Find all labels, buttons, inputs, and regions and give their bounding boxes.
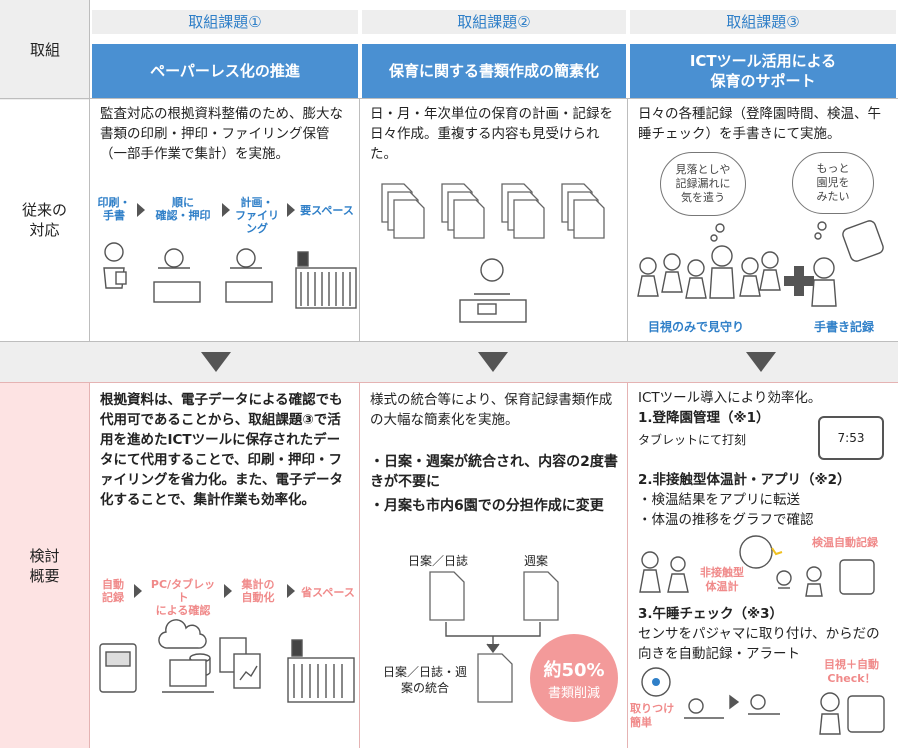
item1-title: 1.登降園管理（※1） [638, 410, 770, 426]
writer-illustration [459, 258, 527, 323]
col3-header: ICTツール活用による 保育のサポート [630, 44, 896, 98]
col1-review-text: 根拠資料は、電子データによる確認でも代用可であることから、取組課題③で活用を進め… [100, 392, 343, 508]
col3-conventional-text: 日々の各種記録（登降園時間、検温、午睡チェック）を手書きにて実施。 [638, 106, 881, 142]
thermo-label-text: 非接触型 体温計 [700, 566, 744, 593]
conv-flow-step-1-text: 印刷・ 手書 [97, 196, 131, 222]
thought-bubble-2-text: もっと 園児を みたい [816, 162, 850, 203]
auto-temp-label: 検温自動記録 [812, 536, 878, 549]
row-label-conventional: 従来の 対応 [0, 98, 90, 342]
check-label: 目視＋自動 Check！ [824, 658, 879, 686]
label-handwritten: 手書き記録 [814, 320, 875, 334]
col2-header: 保育に関する書類作成の簡素化 [362, 44, 626, 98]
col2-review-intro: 様式の統合等により、保育記録書類作成の大幅な簡素化を実施。 [370, 392, 613, 428]
tablet-time: 7:53 [837, 431, 865, 445]
row-label-review-text: 検討 概要 [29, 546, 60, 585]
flow-arrow-icon [287, 584, 295, 598]
reduction-badge-text: 書類削減 [547, 685, 600, 701]
reduction-badge-value: 約50% [543, 659, 605, 681]
review-flow-step-3-text: 集計の 自動化 [241, 578, 275, 604]
row-label-torikumi: 取組 [29, 41, 60, 59]
flow-arrow-icon [134, 584, 142, 598]
review-flow-step-1: 自動 記録 [96, 578, 130, 604]
merge-diagram [429, 571, 559, 703]
flow-arrow-icon [224, 584, 232, 598]
flow-arrow-icon [222, 203, 230, 217]
check-label-text: 目視＋自動 Check！ [824, 658, 879, 685]
conv-flow-step-4: 要スペース [300, 204, 354, 217]
doc1-label: 日案／日誌 [408, 554, 469, 568]
conventional-row-bg [0, 98, 898, 342]
conv-flow-step-2-text: 順に 確認・押印 [155, 196, 211, 222]
item2-title: 2.非接触型体温計・アプリ（※2） [638, 472, 851, 488]
review-row-bg [0, 382, 898, 748]
thermo-label: 非接触型 体温計 [700, 566, 744, 594]
item1-text: タブレットにて打刻 [638, 433, 747, 447]
down-arrow-icon-2 [478, 352, 508, 372]
review-flow-step-3: 集計の 自動化 [234, 578, 282, 604]
down-arrow-icon-1 [201, 352, 231, 372]
thought-bubble-2: もっと 園児を みたい [792, 152, 874, 214]
col1-header: ペーパーレス化の推進 [92, 44, 358, 98]
col1-conventional-text: 監査対応の根拠資料整備のため、膨大な書類の印刷・押印・ファイリング保管（一部手作… [100, 106, 343, 162]
label-visual-watch: 目視のみで見守り [648, 320, 745, 334]
attach-label-text: 取りつけ 簡単 [630, 702, 675, 729]
row-label-conventional-text: 従来の 対応 [21, 201, 67, 239]
reduction-badge: 約50% 書類削減 [530, 634, 618, 722]
col1-subtitle: 取組課題① [92, 10, 358, 34]
review-flow-step-4: 省スペース [301, 586, 355, 599]
tablet-clock-icon: 7:53 [818, 416, 884, 460]
conv-flow-step-2: 順に 確認・押印 [148, 196, 218, 222]
merged-label: 日案／日誌・週 案の統合 [370, 664, 480, 696]
review-flow-step-2: PC/タブレット による確認 [146, 578, 220, 617]
merged-label-text: 日案／日誌・週 案の統合 [382, 665, 467, 695]
col2-review-bullet-1: ・日案・週案が統合され、内容の2度書きが不要に [370, 454, 618, 490]
header-corner [0, 0, 90, 100]
col3-review-intro: ICTツール導入により効率化。 [638, 390, 822, 406]
thought-bubble-1: 見落としや 記録漏れに 気を遣う [660, 152, 746, 216]
nap-check-illustration [641, 667, 885, 735]
review-flow-step-2-text: PC/タブレット による確認 [150, 578, 216, 617]
item2-bullet-1: ・検温結果をアプリに転送 [638, 492, 800, 508]
item2-bullet-2: ・体温の推移をグラフで確認 [638, 512, 814, 528]
divider-2 [627, 98, 628, 342]
doc2-label: 週案 [524, 554, 549, 568]
conv-flow-step-1: 印刷・ 手書 [94, 196, 134, 222]
row-label-review: 検討 概要 [0, 383, 90, 748]
col2-conventional-text: 日・月・年次単位の保育の計画・記録を日々作成。重複する内容も見受けられた。 [370, 106, 613, 162]
thermometer-illustration [639, 535, 875, 597]
divider-1 [359, 98, 360, 342]
conv-flow-step-3-text: 計画・ ファイリング [235, 196, 279, 235]
col2-subtitle: 取組課題② [362, 10, 626, 34]
item3-title: 3.午睡チェック（※3） [638, 606, 784, 622]
documents-stack-icon [381, 183, 605, 239]
digital-devices-illustration [99, 619, 355, 703]
col3-header-text: ICTツール活用による 保育のサポート [689, 52, 837, 90]
down-arrow-icon-3 [746, 352, 776, 372]
col2-review-bullet-2: ・月案も市内6園での分担作成に変更 [370, 498, 604, 514]
review-flow-step-1-text: 自動 記録 [102, 578, 124, 604]
flow-arrow-icon [287, 203, 295, 217]
divider-4 [627, 383, 628, 748]
item3-text: センサをパジャマに取り付け、からだの向きを自動記録・アラート [638, 626, 880, 662]
children-and-teacher-illustration [637, 220, 884, 307]
workers-illustration [103, 242, 357, 309]
col3-subtitle: 取組課題③ [630, 10, 896, 34]
thought-bubble-1-text: 見落としや 記録漏れに 気を遣う [675, 163, 731, 204]
attach-label: 取りつけ 簡単 [630, 702, 674, 730]
conv-flow-step-3: 計画・ ファイリング [232, 196, 282, 235]
flow-arrow-icon [137, 203, 145, 217]
divider-3 [359, 383, 360, 748]
